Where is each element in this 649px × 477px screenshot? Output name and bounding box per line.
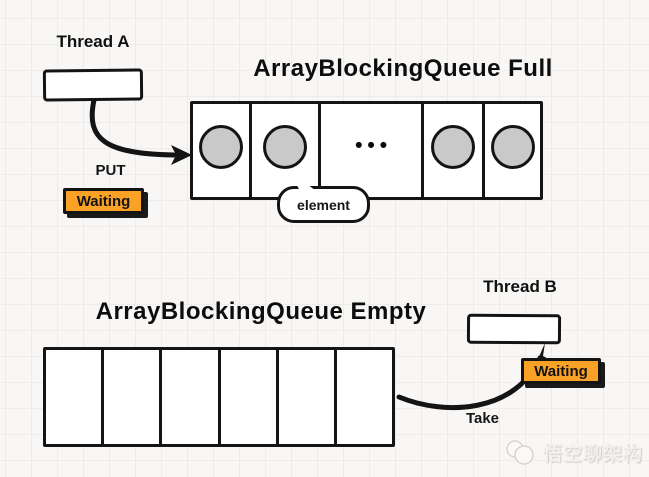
queue-slot-empty bbox=[162, 350, 221, 444]
element-callout: element bbox=[277, 186, 370, 223]
queue-slot-ellipsis: ••• bbox=[321, 104, 424, 197]
put-arrow bbox=[89, 97, 177, 158]
put-waiting-badge: Waiting bbox=[63, 188, 144, 214]
element-callout-tail-join bbox=[288, 169, 316, 191]
queue-slot-filled bbox=[193, 104, 252, 197]
take-label: Take bbox=[465, 410, 500, 427]
queue-slot-filled bbox=[424, 104, 486, 197]
queue-slot-empty bbox=[279, 350, 337, 444]
queue-slot-empty bbox=[104, 350, 163, 444]
watermark-text: 悟空聊架构 bbox=[543, 443, 644, 465]
element-callout-label: element bbox=[297, 196, 350, 213]
queue-slot-empty bbox=[46, 350, 105, 444]
queue-slot-empty bbox=[221, 350, 279, 444]
element-circle bbox=[431, 124, 476, 169]
element-circle bbox=[490, 124, 535, 169]
put-waiting-badge-label: Waiting bbox=[76, 192, 131, 210]
empty-queue-title: ArrayBlockingQueue Empty bbox=[95, 298, 427, 325]
queue-slot-empty bbox=[337, 350, 392, 444]
take-waiting-badge: Waiting bbox=[521, 358, 601, 384]
take-arrow bbox=[396, 355, 543, 411]
empty-queue bbox=[43, 347, 395, 447]
thread-b-label: Thread B bbox=[483, 277, 557, 296]
thread-a-box bbox=[42, 68, 144, 102]
put-label: PUT bbox=[95, 162, 126, 179]
put-arrowhead-icon bbox=[171, 145, 192, 165]
element-circle bbox=[263, 124, 307, 169]
element-circle bbox=[198, 124, 243, 169]
queue-slot-filled bbox=[485, 104, 540, 197]
wukong-logo-icon bbox=[506, 440, 534, 465]
watermark: 悟空聊架构 bbox=[503, 438, 643, 466]
full-queue: ••• bbox=[190, 101, 543, 200]
ellipsis-icon: ••• bbox=[355, 133, 393, 157]
full-queue-title: ArrayBlockingQueue Full bbox=[253, 55, 553, 82]
thread-b-box bbox=[466, 313, 562, 345]
take-waiting-badge-label: Waiting bbox=[534, 362, 588, 380]
thread-a-label: Thread A bbox=[56, 32, 130, 51]
